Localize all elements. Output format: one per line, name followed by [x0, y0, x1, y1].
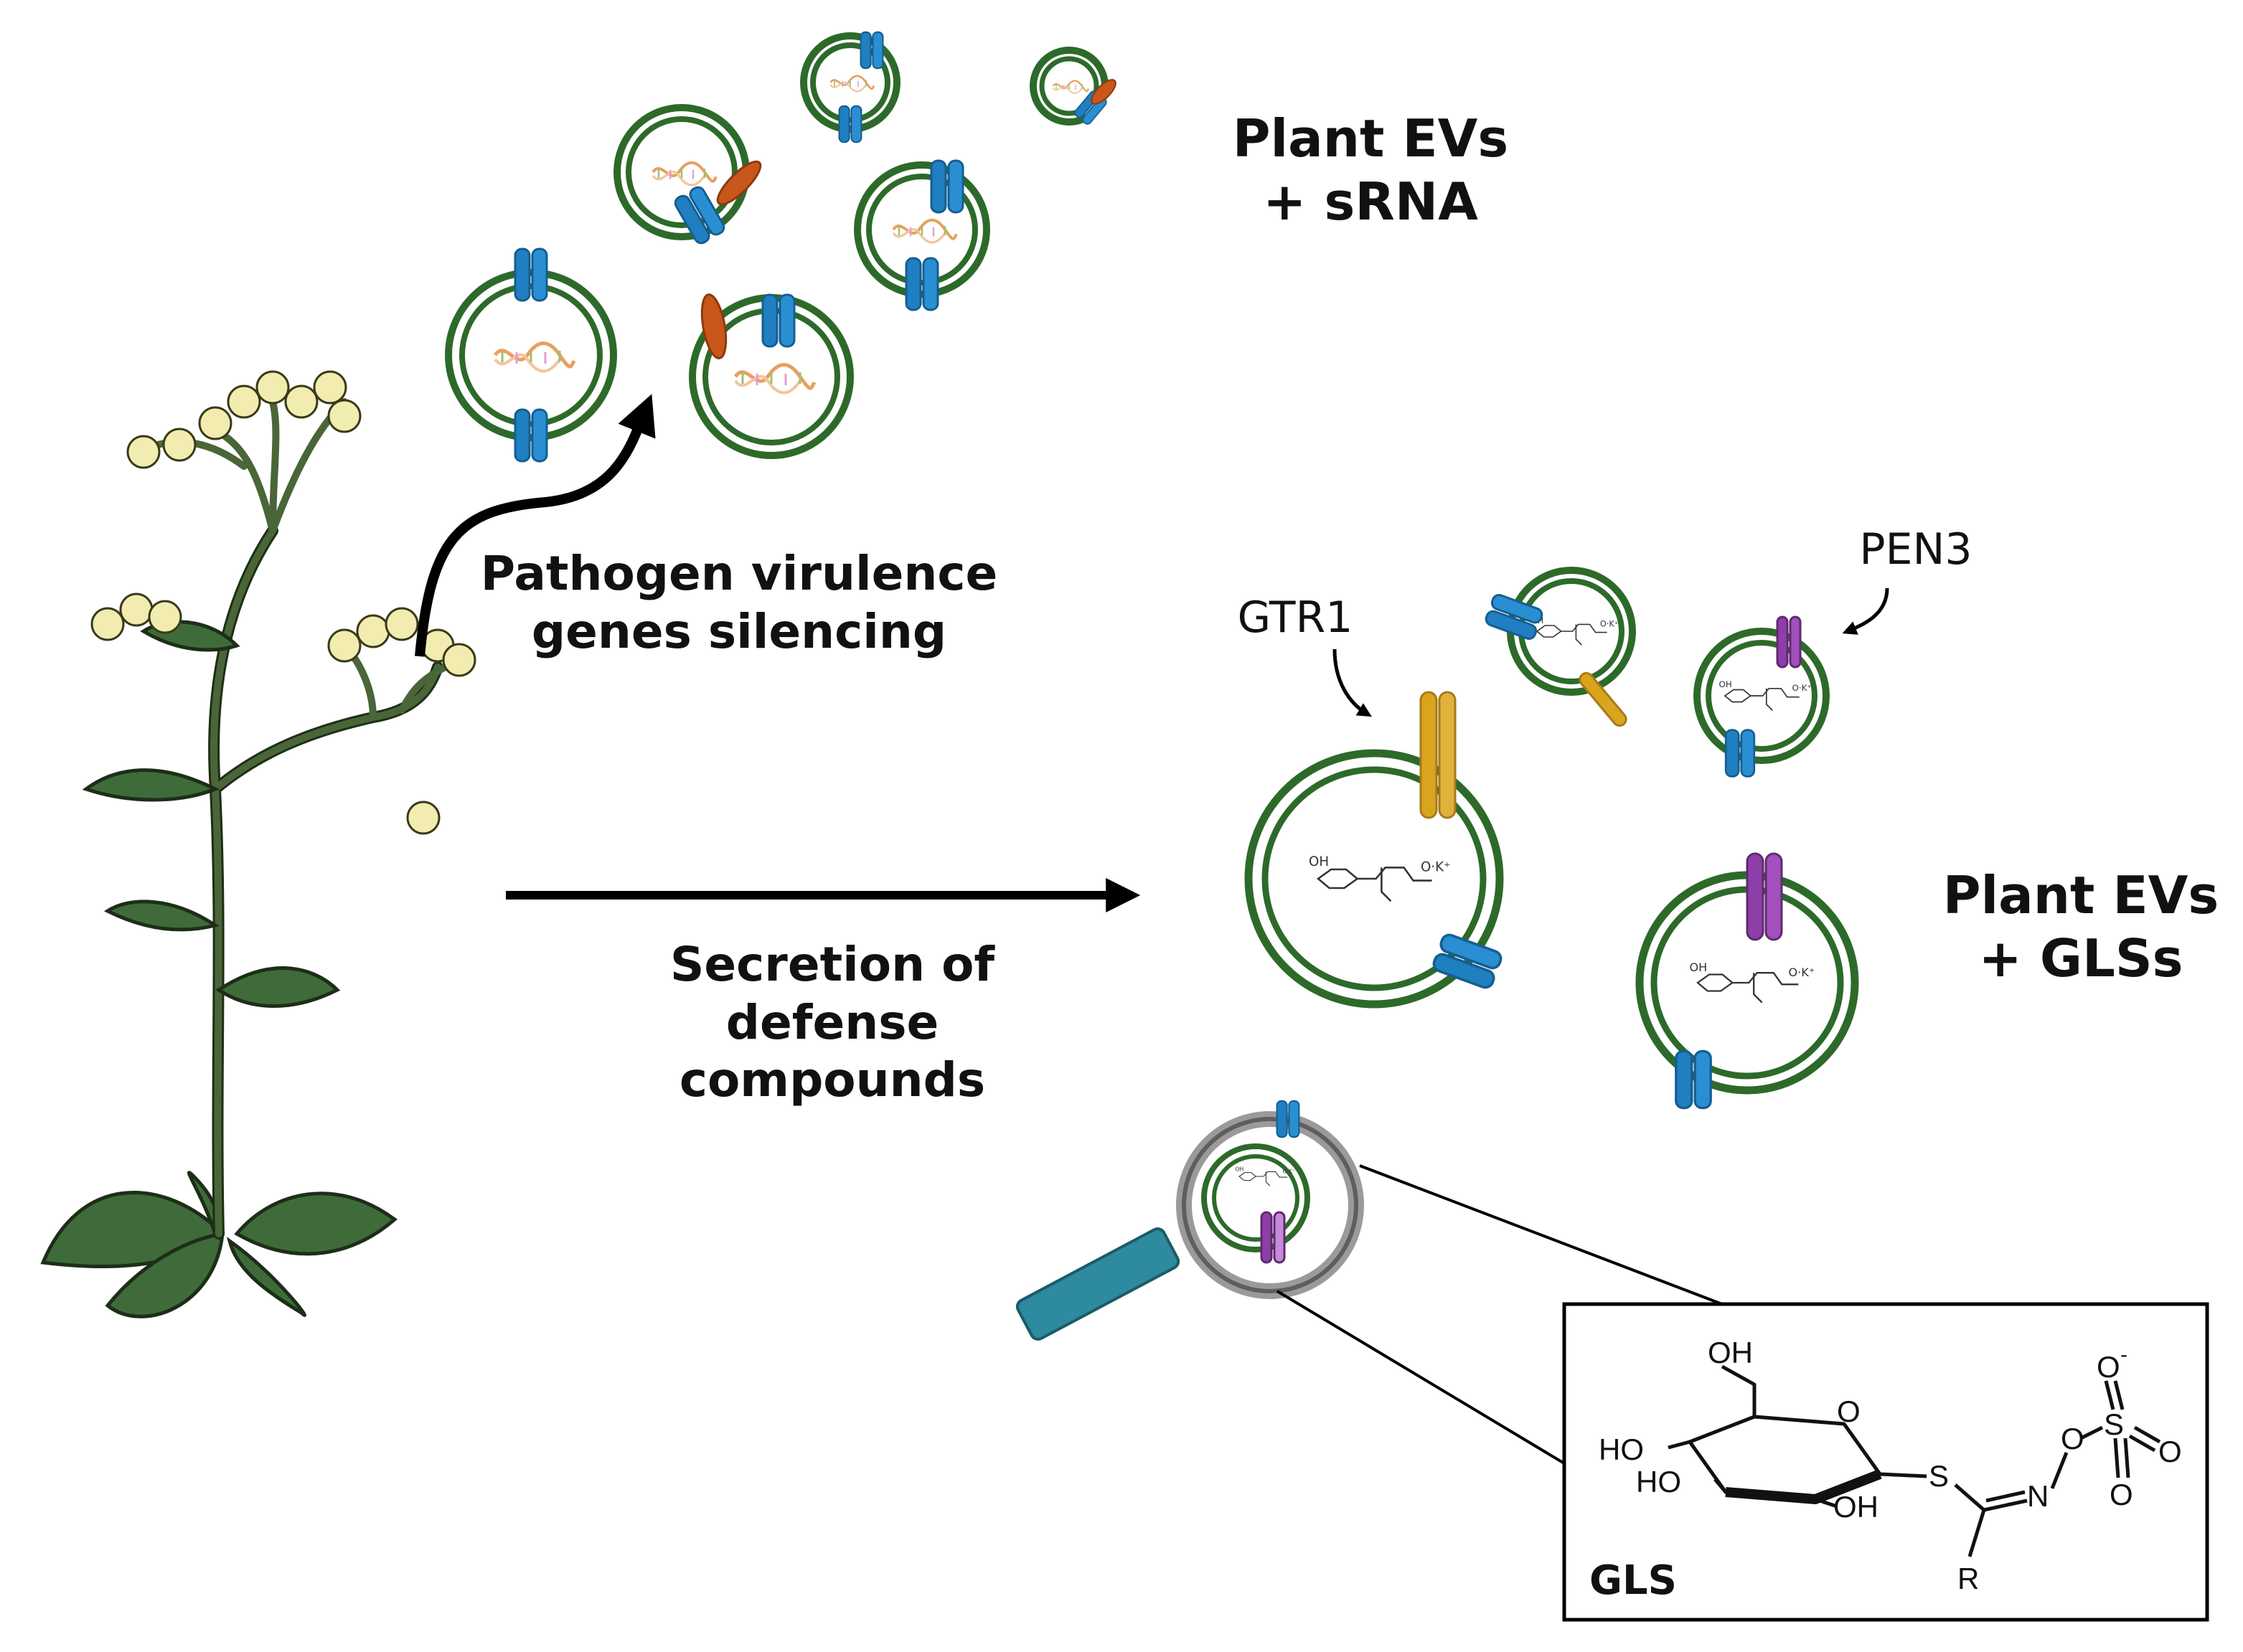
- label-secretion-line3: compounds: [679, 1052, 986, 1108]
- label-plant-evs-srna-line2: + sRNA: [1263, 171, 1478, 232]
- atom-oh-top: OH: [1708, 1336, 1753, 1369]
- plant-flowers: [90, 370, 476, 835]
- atom-ho-left-1: HO: [1599, 1432, 1644, 1466]
- gls-ev-group: [1244, 567, 1859, 1110]
- magnifying-glass-icon: [1015, 1100, 1723, 1465]
- atom-o-top: O: [2097, 1350, 2120, 1384]
- srna-ev-3: [613, 104, 762, 247]
- srna-ev-5: [800, 31, 901, 143]
- atom-ring-o: O: [1837, 1394, 1861, 1428]
- label-plant-evs-srna-line1: Plant EVs: [1232, 108, 1509, 169]
- gls-structure-atoms: OH HO HO OH O S N O S O - O O R: [1599, 1336, 2182, 1595]
- gls-ev-top-middle: [1483, 567, 1636, 727]
- charge-minus: -: [2120, 1343, 2127, 1367]
- srna-ev-1: [445, 247, 617, 463]
- label-pathogen-silencing: Pathogen virulence genes silencing: [474, 545, 1005, 661]
- srna-ev-4: [854, 159, 990, 311]
- pen3-pointer-arrow: [1842, 587, 1889, 635]
- atom-oh-bottom: OH: [1833, 1490, 1878, 1524]
- gtr1-pointer-arrow: [1332, 648, 1372, 717]
- atom-o-bottom: O: [2110, 1478, 2133, 1511]
- gls-ev-bottom-right: [1635, 852, 1859, 1110]
- label-pathogen-silencing-line2: genes silencing: [531, 603, 947, 659]
- label-secretion: Secretion of defense compounds: [639, 936, 1026, 1110]
- label-secretion-line1: Secretion of: [669, 937, 995, 992]
- arabidopsis-plant: [40, 370, 476, 1318]
- srna-ev-group: [445, 31, 1116, 463]
- curved-arrow-to-srna-evs: [415, 394, 656, 657]
- srna-ev-6: [1030, 47, 1116, 126]
- atom-o-right: O: [2158, 1435, 2182, 1468]
- label-pen3: PEN3: [1859, 524, 1972, 575]
- atom-ho-left-2: HO: [1636, 1465, 1681, 1498]
- gls-structure-bonds: [1668, 1364, 2161, 1557]
- pen3-protein-small: [1776, 615, 1802, 669]
- atom-o-link: O: [2061, 1422, 2084, 1455]
- atom-s: S: [1929, 1459, 1949, 1493]
- srna-ev-2: [689, 293, 854, 459]
- label-pathogen-silencing-line1: Pathogen virulence: [480, 546, 998, 601]
- atom-n: N: [2027, 1479, 2049, 1513]
- label-plant-evs-gls-line1: Plant EVs: [1942, 865, 2219, 925]
- gtr1-protein: [1419, 691, 1457, 819]
- label-gls-box-title: GLS: [1589, 1557, 1677, 1604]
- atom-r: R: [1957, 1562, 1979, 1595]
- atom-s-sulfonate: S: [2104, 1407, 2124, 1441]
- label-gtr1: GTR1: [1237, 593, 1353, 643]
- gls-ev-large: [1244, 691, 1505, 1009]
- gls-structure-box: OH HO HO OH O S N O S O - O O R: [1562, 1302, 2209, 1622]
- label-secretion-line2: defense: [725, 994, 939, 1050]
- stem-leaves: [82, 620, 341, 1008]
- label-plant-evs-gls: Plant EVs + GLSs: [1930, 864, 2232, 991]
- label-plant-evs-srna: Plant EVs + sRNA: [1213, 108, 1528, 234]
- gls-ev-top-right: [1693, 615, 1830, 778]
- pen3-protein-large: [1746, 852, 1783, 941]
- label-plant-evs-gls-line2: + GLSs: [1978, 928, 2183, 988]
